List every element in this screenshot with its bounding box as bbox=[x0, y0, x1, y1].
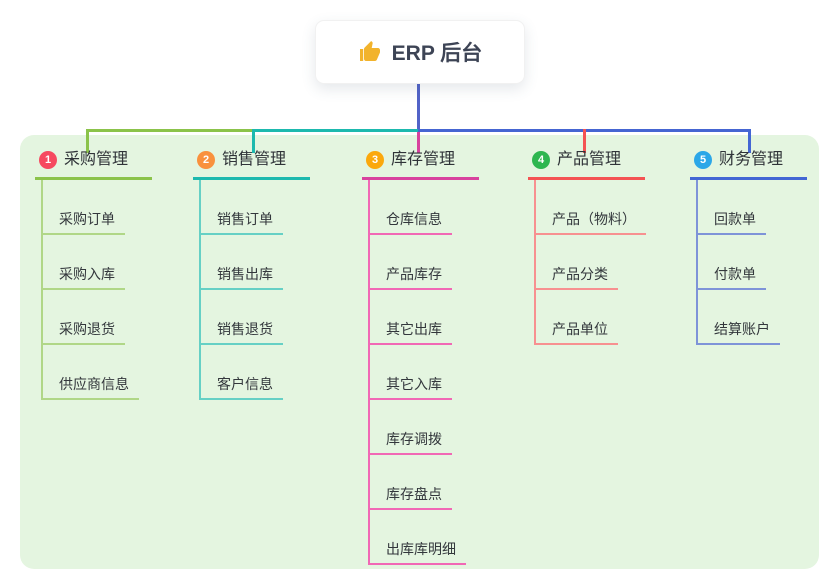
branch-title-sales[interactable]: 2 销售管理 bbox=[193, 150, 310, 180]
branch-purchase: 1 采购管理 采购订单 采购入库 采购退货 供应商信息 bbox=[35, 150, 152, 400]
connector-drop-finance bbox=[748, 129, 751, 153]
node-item[interactable]: 回款单 bbox=[698, 180, 766, 235]
branch-children: 销售订单 销售出库 销售退货 客户信息 bbox=[199, 180, 283, 400]
node-item[interactable]: 产品单位 bbox=[536, 290, 618, 345]
node-item[interactable]: 出库库明细 bbox=[370, 510, 466, 565]
branch-children: 产品（物料） 产品分类 产品单位 bbox=[534, 180, 646, 345]
node-item[interactable]: 客户信息 bbox=[201, 345, 283, 400]
branch-children: 回款单 付款单 结算账户 bbox=[696, 180, 780, 345]
branch-children: 仓库信息 产品库存 其它出库 其它入库 库存调拨 库存盘点 出库库明细 bbox=[368, 180, 466, 565]
node-item[interactable]: 供应商信息 bbox=[43, 345, 139, 400]
connector-bus-teal bbox=[252, 129, 418, 132]
branch-inventory: 3 库存管理 仓库信息 产品库存 其它出库 其它入库 库存调拨 库存盘点 出库库… bbox=[362, 150, 479, 565]
branch-label: 财务管理 bbox=[719, 151, 784, 168]
branch-label: 采购管理 bbox=[64, 151, 129, 168]
branch-label: 库存管理 bbox=[391, 151, 456, 168]
branch-children: 采购订单 采购入库 采购退货 供应商信息 bbox=[41, 180, 139, 400]
node-item[interactable]: 其它入库 bbox=[370, 345, 452, 400]
thumbs-up-icon bbox=[358, 40, 382, 64]
node-item[interactable]: 采购入库 bbox=[43, 235, 125, 290]
branch-title-finance[interactable]: 5 财务管理 bbox=[690, 150, 807, 180]
badge-2: 2 bbox=[197, 151, 215, 169]
badge-5: 5 bbox=[694, 151, 712, 169]
node-item[interactable]: 销售订单 bbox=[201, 180, 283, 235]
branch-label: 销售管理 bbox=[222, 151, 287, 168]
branch-label: 产品管理 bbox=[557, 151, 622, 168]
connector-drop-purchase bbox=[86, 129, 89, 153]
node-item[interactable]: 产品分类 bbox=[536, 235, 618, 290]
node-item[interactable]: 产品（物料） bbox=[536, 180, 646, 235]
connector-root-stem bbox=[417, 82, 420, 130]
node-item[interactable]: 库存调拨 bbox=[370, 400, 452, 455]
node-item[interactable]: 库存盘点 bbox=[370, 455, 452, 510]
node-item[interactable]: 采购订单 bbox=[43, 180, 125, 235]
root-node[interactable]: ERP 后台 bbox=[315, 20, 525, 84]
branch-finance: 5 财务管理 回款单 付款单 结算账户 bbox=[690, 150, 807, 345]
connector-drop-inventory bbox=[417, 132, 420, 153]
node-item[interactable]: 产品库存 bbox=[370, 235, 452, 290]
node-item[interactable]: 销售退货 bbox=[201, 290, 283, 345]
connector-drop-sales bbox=[252, 129, 255, 153]
badge-4: 4 bbox=[532, 151, 550, 169]
node-item[interactable]: 采购退货 bbox=[43, 290, 125, 345]
node-item[interactable]: 仓库信息 bbox=[370, 180, 452, 235]
branch-title-product[interactable]: 4 产品管理 bbox=[528, 150, 645, 180]
branch-product: 4 产品管理 产品（物料） 产品分类 产品单位 bbox=[528, 150, 646, 345]
node-item[interactable]: 其它出库 bbox=[370, 290, 452, 345]
badge-3: 3 bbox=[366, 151, 384, 169]
connector-drop-product bbox=[583, 129, 586, 153]
branch-sales: 2 销售管理 销售订单 销售出库 销售退货 客户信息 bbox=[193, 150, 310, 400]
branch-title-purchase[interactable]: 1 采购管理 bbox=[35, 150, 152, 180]
node-item[interactable]: 付款单 bbox=[698, 235, 766, 290]
branch-title-inventory[interactable]: 3 库存管理 bbox=[362, 150, 479, 180]
connector-bus-green bbox=[86, 129, 254, 132]
node-item[interactable]: 结算账户 bbox=[698, 290, 780, 345]
mindmap-panel bbox=[20, 135, 819, 569]
badge-1: 1 bbox=[39, 151, 57, 169]
node-item[interactable]: 销售出库 bbox=[201, 235, 283, 290]
root-title: ERP 后台 bbox=[391, 42, 483, 65]
